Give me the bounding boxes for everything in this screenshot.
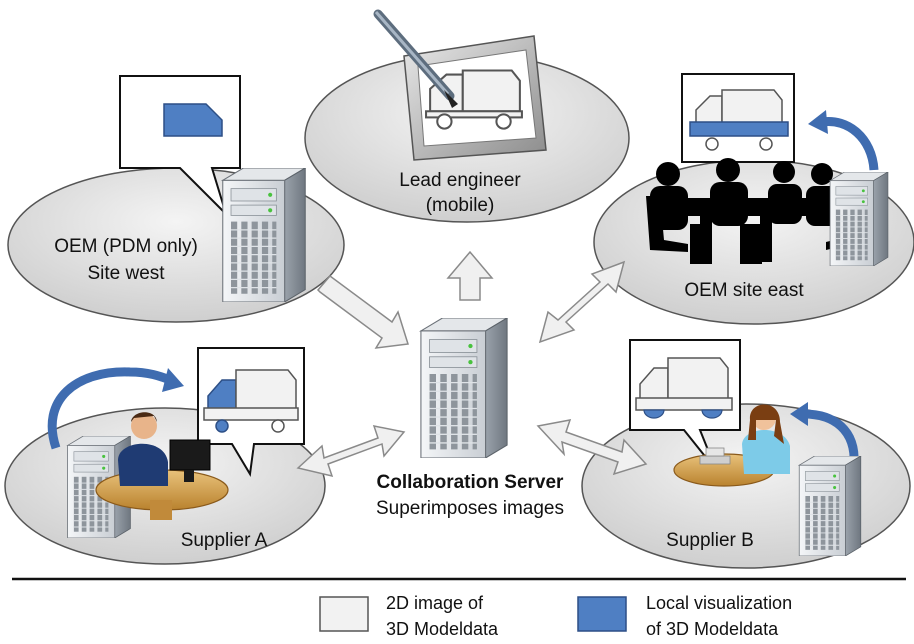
server-title: Collaboration Server [377,472,564,493]
arrow-east-server [538,260,626,344]
supplier-a-label: Supplier A [181,530,268,551]
blue-model-shape [163,103,223,137]
supplier-b-person-icon [673,404,790,487]
arrow-supplier-b-server [536,419,648,476]
tablet-icon [373,9,547,161]
supplier-a-person-icon [95,412,229,520]
oem-west-site-label: Site west [87,263,165,284]
supplier-a-image-box [197,347,305,477]
legend-gray-line1: 2D image of [386,593,484,613]
legend-gray-swatch [319,596,369,632]
arrow-west-to-server [316,274,409,349]
oem-west-callout [119,75,241,215]
arrow-supplier-a-server [296,425,406,478]
server-subtitle: Superimposes images [376,498,564,519]
oem-west-server-icon [222,168,306,302]
arrows [296,250,648,478]
collaboration-server-icon [420,318,508,458]
oem-west-label: OEM (PDM only) [54,236,198,257]
legend-gray-line2: 3D Modeldata [386,619,499,639]
oem-east-curved-arrow-icon [808,110,879,171]
lead-engineer-label: Lead engineer [399,170,521,191]
arrow-up-to-lead [446,250,494,301]
oem-east-image-box [681,73,795,163]
legend-blue-line1: Local visualization [646,593,792,613]
supplier-b-label: Supplier B [666,530,754,551]
oem-east-label: OEM site east [684,280,804,301]
supplier-b-server-icon [798,456,862,556]
supplier-b-image-box [629,339,741,471]
legend-blue-swatch [577,596,627,632]
supplier-b-curved-arrow-icon [790,402,859,465]
lead-engineer-mobile-label: (mobile) [426,195,495,216]
oem-east-server-icon [829,172,889,266]
supplier-a-curved-arrow-icon [47,367,184,450]
legend-blue-line2: of 3D Modeldata [646,619,779,639]
